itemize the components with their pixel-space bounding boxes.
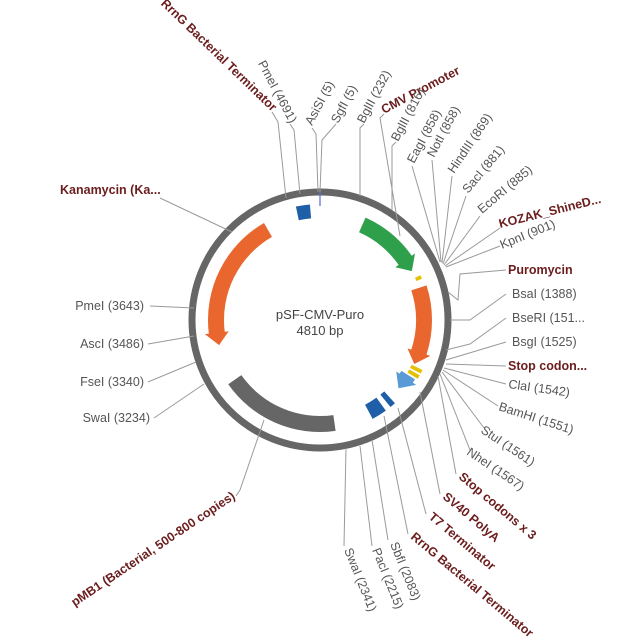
leader-sbfi bbox=[371, 439, 389, 541]
site-label-bseri[interactable]: BseRI (151... bbox=[512, 311, 585, 325]
leader-ecori bbox=[443, 215, 481, 266]
leader-kpni bbox=[445, 245, 501, 268]
leader-nhei bbox=[439, 373, 471, 451]
leader-bseri bbox=[445, 317, 507, 351]
feature-label-puromycin[interactable]: Puromycin bbox=[508, 263, 573, 277]
leader-pmei-4691 bbox=[289, 123, 301, 195]
leader-clai bbox=[443, 367, 507, 385]
site-label-asci[interactable]: AscI (3486) bbox=[80, 337, 144, 351]
leader-saci bbox=[442, 195, 467, 265]
site-label-bglii-232[interactable]: BglII (232) bbox=[354, 68, 393, 125]
leader-stop-codon bbox=[445, 363, 507, 367]
labels-horizontal: Puromycin BsaI (1388) BseRI (151... BsgI… bbox=[60, 183, 587, 425]
leader-stop3 bbox=[437, 375, 457, 475]
leader-swai-2341 bbox=[343, 447, 347, 547]
leader-sgfi bbox=[319, 123, 337, 193]
puromycin-feature[interactable] bbox=[407, 285, 433, 364]
cmv-promoter-feature[interactable] bbox=[359, 217, 416, 272]
kozak-feature[interactable] bbox=[415, 275, 422, 282]
leader-paci bbox=[359, 445, 373, 547]
rrng-terminator-1-feature[interactable] bbox=[295, 204, 312, 221]
leader-fsei bbox=[147, 361, 197, 383]
site-label-bsai[interactable]: BsaI (1388) bbox=[512, 287, 577, 301]
leader-puromycin bbox=[447, 269, 507, 301]
plasmid-name: pSF-CMV-Puro bbox=[276, 307, 364, 322]
leader-bglii-232 bbox=[359, 123, 365, 196]
leader-asisi bbox=[311, 127, 319, 193]
leader-kanamycin bbox=[159, 197, 233, 233]
leader-bsgi bbox=[445, 341, 507, 361]
leader-hindiii bbox=[441, 175, 453, 264]
feature-label-rrng-1[interactable]: RrnG Bacterial Terminator bbox=[158, 0, 280, 114]
pmb1-origin-feature[interactable] bbox=[228, 375, 336, 433]
site-label-fsei[interactable]: FseI (3340) bbox=[80, 375, 144, 389]
sv40-polya-feature[interactable] bbox=[396, 370, 417, 389]
t7-terminator-feature[interactable] bbox=[380, 391, 395, 408]
plasmid-size: 4810 bp bbox=[297, 323, 344, 338]
leader-noti bbox=[431, 159, 442, 263]
feature-label-stop-codon[interactable]: Stop codon... bbox=[508, 359, 587, 373]
site-label-bsgi[interactable]: BsgI (1525) bbox=[512, 335, 577, 349]
rrng-terminator-2-feature[interactable] bbox=[365, 397, 386, 419]
leader-pmb1 bbox=[235, 419, 265, 497]
site-label-clai[interactable]: ClaI (1542) bbox=[508, 377, 571, 399]
leader-t7 bbox=[397, 407, 427, 515]
feature-label-kanamycin[interactable]: Kanamycin (Ka... bbox=[60, 183, 161, 197]
leader-sv40 bbox=[419, 391, 441, 495]
site-label-bamhi[interactable]: BamHI (1551) bbox=[497, 400, 575, 437]
stop-codons-x3-feature[interactable] bbox=[407, 369, 420, 379]
site-label-pmei-3643[interactable]: PmeI (3643) bbox=[75, 299, 144, 313]
leader-asci bbox=[147, 335, 195, 345]
kanamycin-feature[interactable] bbox=[204, 223, 272, 346]
leader-pmei-3643 bbox=[149, 305, 195, 309]
leader-lines bbox=[147, 111, 507, 547]
leader-cmv bbox=[379, 113, 401, 237]
stop-codon-feature[interactable] bbox=[410, 364, 423, 374]
leader-bsai bbox=[450, 293, 507, 321]
leader-stui bbox=[441, 371, 485, 429]
feature-label-pmb1[interactable]: pMB1 (Bacterial, 500-800 copies) bbox=[69, 489, 238, 609]
features-layer bbox=[204, 204, 433, 433]
leader-swai-3234 bbox=[153, 383, 205, 419]
leader-kozak bbox=[444, 227, 501, 267]
leader-rrng-1 bbox=[271, 111, 287, 199]
leader-eagi bbox=[411, 165, 441, 263]
leader-rrng-2 bbox=[383, 415, 409, 535]
site-label-swai-3234[interactable]: SwaI (3234) bbox=[83, 411, 150, 425]
leader-bamhi bbox=[442, 369, 499, 407]
